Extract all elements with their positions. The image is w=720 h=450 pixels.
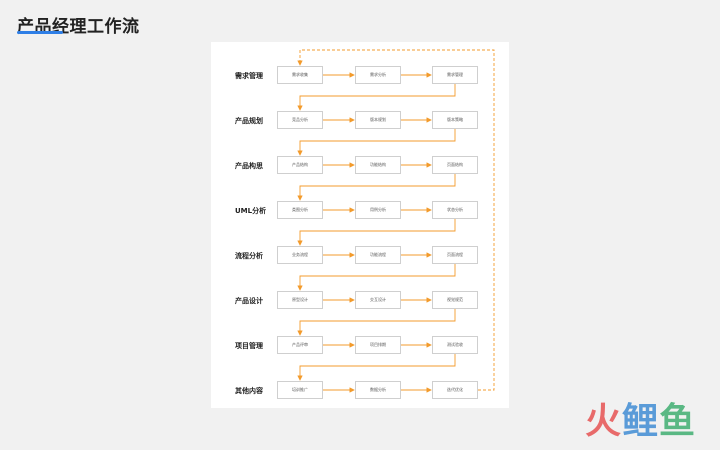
row-connector	[297, 309, 456, 336]
row-connector	[297, 129, 456, 156]
step-node: 页面结构	[432, 156, 478, 174]
step-node: 视觉规范	[432, 291, 478, 309]
step-node: 需求分析	[355, 66, 401, 84]
brand-logo: 火 鲤 鱼	[585, 392, 696, 444]
step-node: 页面流程	[432, 246, 478, 264]
step-node: 产品结构	[277, 156, 323, 174]
step-node: 业务流程	[277, 246, 323, 264]
step-node: 交互设计	[355, 291, 401, 309]
stage-label: 产品规划	[235, 117, 263, 125]
step-node: 类图分析	[277, 201, 323, 219]
row-connector	[297, 84, 456, 111]
step-node: 用例分析	[355, 201, 401, 219]
flow-connectors	[297, 49, 495, 393]
row-connector	[297, 354, 456, 381]
feedback-loop	[297, 49, 495, 391]
stage-label: 其他内容	[235, 387, 263, 395]
step-node: 产品评审	[277, 336, 323, 354]
stage-label: 流程分析	[235, 252, 263, 260]
brand-char: 鲤	[621, 401, 659, 442]
step-node: 功能结构	[355, 156, 401, 174]
step-node: 竞品分析	[277, 111, 323, 129]
stage-label: 需求管理	[235, 72, 263, 80]
step-node: 版本规划	[355, 111, 401, 129]
stage-label: 产品构思	[235, 162, 263, 170]
step-node: 迭代优化	[432, 381, 478, 399]
workflow-diagram: 需求管理 需求收集 需求分析 需求管理产品规划 竞品分析 版本规划 版本策略产品构思 产品结构…	[211, 42, 509, 408]
step-node: 需求收集	[277, 66, 323, 84]
step-node: 功能流程	[355, 246, 401, 264]
step-node: 需求管理	[432, 66, 478, 84]
row-connector	[297, 174, 456, 201]
row-connector	[297, 264, 456, 291]
brand-char: 鱼	[658, 401, 696, 442]
step-node: 测试验收	[432, 336, 478, 354]
step-node: 版本策略	[432, 111, 478, 129]
step-node: 培训推广	[277, 381, 323, 399]
title-underline	[17, 31, 63, 34]
step-node: 原型设计	[277, 291, 323, 309]
step-node: 项目排期	[355, 336, 401, 354]
brand-char: 火	[584, 401, 622, 442]
step-node: 状态分析	[432, 201, 478, 219]
step-node: 数据分析	[355, 381, 401, 399]
stage-label: 产品设计	[235, 297, 263, 305]
stage-label: 项目管理	[235, 342, 263, 350]
row-connector	[297, 219, 456, 246]
stage-label: UML分析	[235, 207, 267, 215]
